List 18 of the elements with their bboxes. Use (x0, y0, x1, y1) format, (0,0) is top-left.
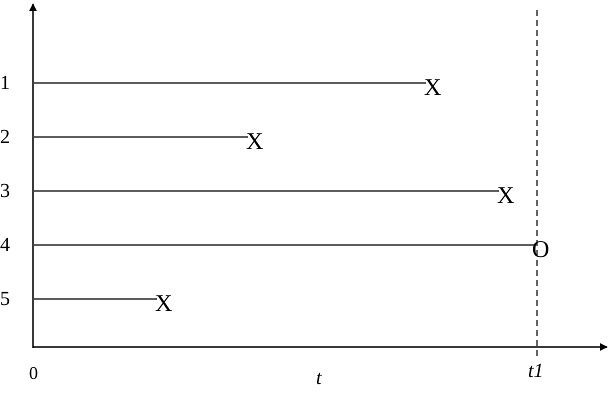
lifeline (34, 190, 499, 192)
row-number: 2 (0, 127, 10, 147)
lifeline (34, 244, 534, 246)
event-mark: X (424, 76, 442, 100)
event-mark: O (532, 238, 550, 262)
row-number: 3 (0, 181, 10, 201)
lifeline (34, 136, 248, 138)
event-mark: X (155, 292, 172, 316)
row-number: 4 (0, 235, 10, 255)
row-number: 1 (0, 73, 10, 93)
lifeline (34, 298, 157, 300)
row-number: 5 (0, 289, 10, 309)
event-mark: X (246, 130, 264, 154)
event-mark: X (497, 184, 514, 208)
axis-origin: 0 (29, 364, 38, 382)
time-marker-label: t1 (528, 361, 544, 381)
axis-label: t (316, 368, 322, 388)
lifeline (34, 82, 426, 84)
